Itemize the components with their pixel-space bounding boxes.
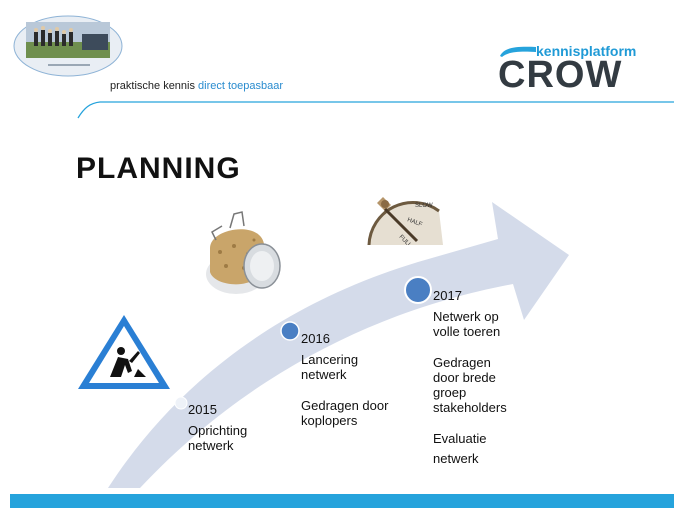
header-divider [77, 101, 674, 119]
milestone-line: stakeholders [433, 400, 507, 415]
milestone-line: Gedragen [433, 355, 491, 370]
brand-large: CROW [498, 54, 623, 96]
milestone-line: Netwerk op [433, 309, 499, 324]
milestone-line: door brede [433, 370, 496, 385]
milestone-dot-2017 [404, 276, 432, 304]
milestone-line: Gedragen door [301, 398, 389, 413]
gauge-label-full: FULL [398, 234, 413, 245]
milestone-line: volle toeren [433, 324, 501, 339]
champagne-cork-icon [206, 211, 281, 294]
brand-small: kennisplatform [536, 43, 637, 59]
gauge-label-half: HALF [406, 217, 423, 228]
tagline-accent: direct toepasbaar [198, 80, 284, 92]
milestone-line: groep [433, 385, 467, 400]
milestone-2016: 2016 Lancering netwerk Gedragen door kop… [301, 331, 388, 428]
tagline: praktische kennis direct toepasbaar [110, 80, 283, 92]
milestone-dot-2015 [174, 396, 188, 410]
gauge-label-slow: SLOW [415, 203, 433, 209]
road-works-sign-icon [78, 315, 170, 389]
milestone-2017: 2017 Netwerk op volle toeren Gedragen do… [433, 288, 507, 466]
milestone-line: Lancering [301, 352, 359, 367]
crow-logo-swoosh [500, 46, 536, 57]
milestone-year: 2015 [188, 402, 217, 417]
milestone-year: 2016 [301, 331, 330, 346]
milestone-line: Oprichting [188, 423, 248, 438]
milestone-dot-2016 [280, 321, 300, 341]
milestone-2015: 2015 Oprichting netwerk [188, 402, 247, 453]
milestone-line: netwerk [301, 367, 347, 382]
milestone-line: koplopers [301, 413, 358, 428]
milestone-year: 2017 [433, 288, 462, 303]
tagline-text: praktische kennis [110, 80, 199, 92]
milestone-line: Evaluatie [433, 431, 487, 446]
footer-bar [10, 494, 674, 508]
team-photo [12, 12, 125, 80]
milestone-line: netwerk [188, 438, 234, 453]
speed-gauge-icon: SLOW HALF FULL [365, 193, 443, 245]
page-title: PLANNING [76, 152, 241, 185]
milestone-line: netwerk [433, 451, 479, 466]
